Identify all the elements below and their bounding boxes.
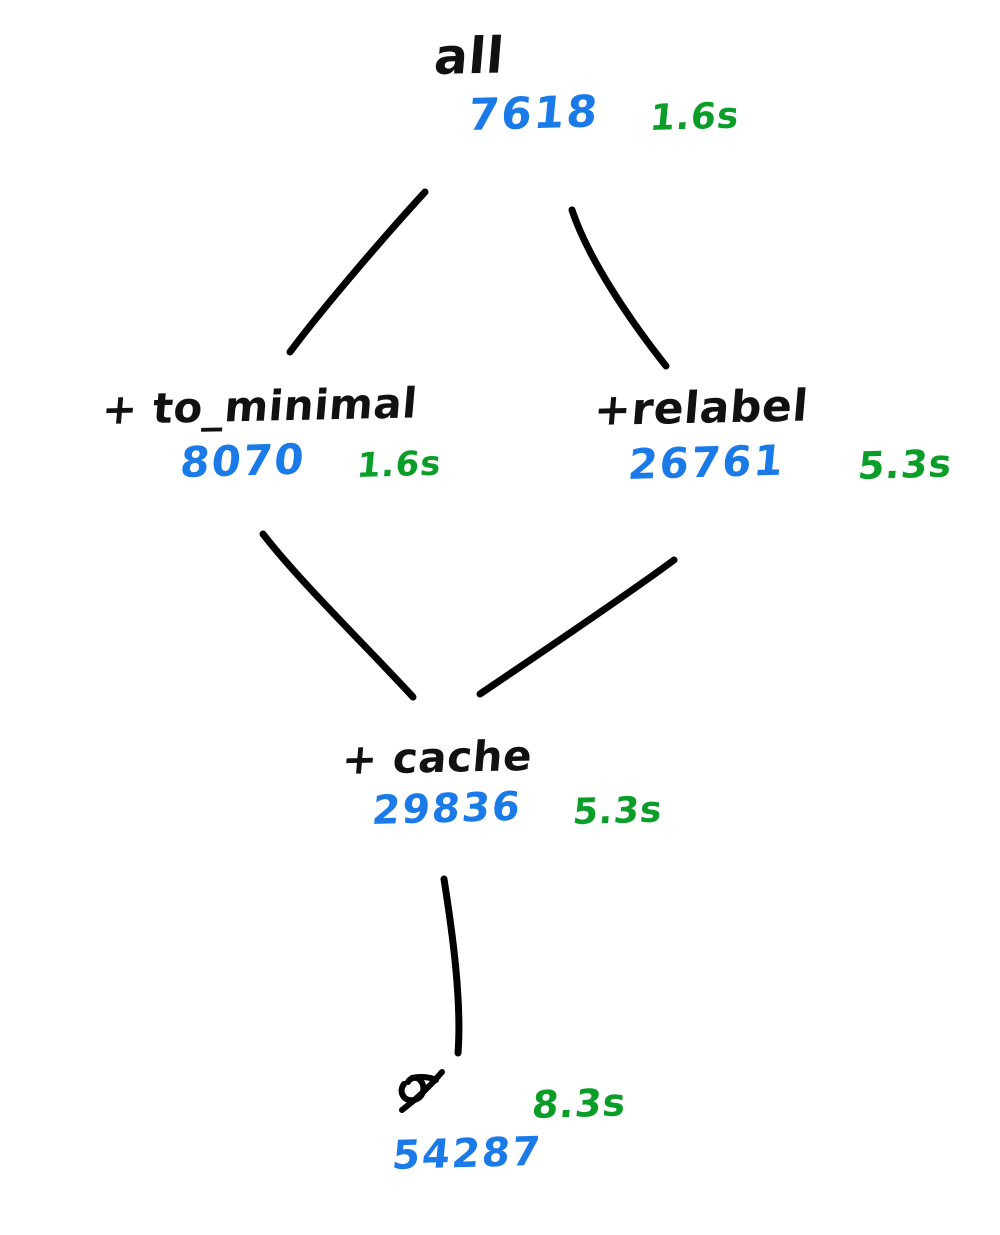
node-to-minimal-count: 8070 <box>178 434 308 487</box>
node-relabel-metrics: 26761 5.3s <box>592 436 955 489</box>
scribbled-out-label-icon <box>390 1062 456 1118</box>
node-cache-time: 5.3s <box>571 789 665 833</box>
node-cache[interactable]: + cache 29836 5.3s <box>340 731 665 834</box>
node-final-header: 8.3s <box>390 1062 628 1127</box>
node-all-label: all <box>432 26 507 86</box>
node-all[interactable]: all 7618 1.6s <box>432 27 742 141</box>
node-to-minimal[interactable]: + to_minimal 8070 1.6s <box>100 378 443 487</box>
edge-cache-final <box>440 875 463 1057</box>
edge-to-minimal-cache <box>259 530 417 701</box>
node-to-minimal-metrics: 8070 1.6s <box>100 434 443 487</box>
node-relabel[interactable]: +relabel 26761 5.3s <box>592 381 955 489</box>
node-cache-label: + cache <box>340 731 535 784</box>
node-cache-count: 29836 <box>370 783 524 834</box>
node-relabel-label: +relabel <box>592 380 811 436</box>
node-all-time: 1.6s <box>648 95 742 139</box>
node-final-metrics: 54287 <box>390 1129 624 1179</box>
edge-relabel-cache <box>476 556 678 698</box>
node-all-count: 7618 <box>466 86 602 141</box>
node-final[interactable]: 8.3s 54287 <box>390 1062 628 1179</box>
node-final-count: 54287 <box>390 1128 544 1179</box>
node-relabel-count: 26761 <box>626 435 788 489</box>
node-to-minimal-label: + to_minimal <box>100 378 420 434</box>
node-relabel-time: 5.3s <box>856 441 955 488</box>
node-final-time: 8.3s <box>530 1080 629 1127</box>
edge-all-relabel <box>568 206 670 370</box>
edge-all-to-minimal <box>286 188 429 356</box>
node-to-minimal-time: 1.6s <box>354 443 444 486</box>
node-cache-metrics: 29836 5.3s <box>340 784 665 834</box>
node-all-metrics: 7618 1.6s <box>432 86 742 141</box>
